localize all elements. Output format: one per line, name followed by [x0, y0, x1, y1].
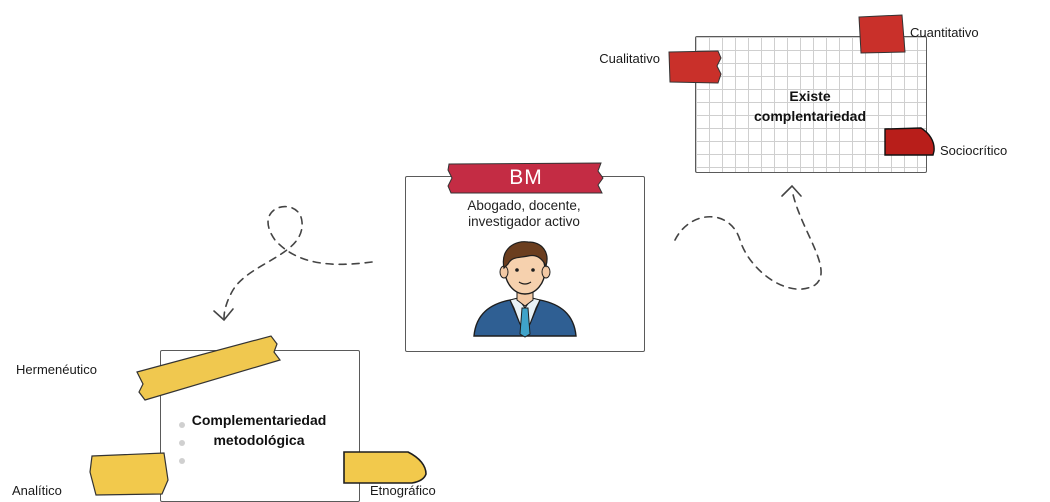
tape-hermeneutico [136, 335, 281, 401]
tape-etnografico [343, 451, 427, 484]
connector-right [674, 189, 822, 290]
bottom-note-title-line1: Complementariedad [191, 412, 327, 428]
label-sociocritico: Sociocrítico [940, 143, 1008, 158]
bullet-dots [179, 422, 185, 464]
label-cuantitativo: Cuantitativo [910, 25, 979, 40]
top-note-title: Existe complentariedad [695, 86, 925, 126]
label-hermeneutico: Hermenéutico [16, 362, 97, 377]
bottom-note-title: Complementariedad metodológica [160, 410, 358, 450]
label-etnografico: Etnográfico [370, 483, 436, 498]
arrow-up-icon [781, 184, 802, 197]
profile-initials: BM [509, 166, 543, 189]
profile-line2: investigador activo [468, 214, 580, 229]
bottom-note-title-line2: metodológica [213, 432, 305, 448]
connector-left [223, 205, 373, 319]
profile-banner [447, 162, 604, 194]
tape-analitico [89, 452, 169, 496]
top-note-title-line2: complentariedad [753, 108, 867, 124]
tape-sociocritico [884, 127, 935, 156]
top-note-title-line1: Existe [789, 88, 831, 104]
profile-line1: Abogado, docente, [467, 198, 581, 213]
person-icon [473, 241, 577, 338]
label-analitico: Analítico [12, 483, 62, 498]
profile-description: Abogado, docente, investigador activo [410, 198, 638, 230]
label-cualitativo: Cualitativo [599, 51, 660, 66]
arrow-down-icon [213, 308, 234, 322]
tape-cualitativo [668, 50, 722, 84]
tape-cuantitativo [858, 14, 906, 54]
